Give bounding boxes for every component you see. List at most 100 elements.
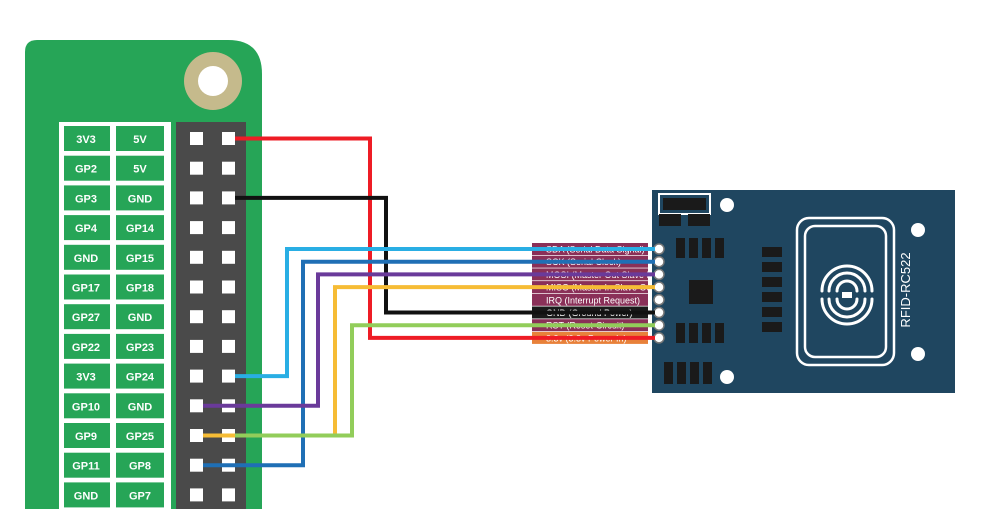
wires [203, 136, 655, 468]
pin-label: GP18 [126, 283, 154, 295]
pin-label: GP3 [75, 193, 97, 205]
pin-label: GP25 [126, 431, 154, 443]
pin-label: GP10 [72, 401, 100, 413]
pin-label: 5V [133, 134, 147, 146]
pin-label: GP23 [126, 342, 154, 354]
crystal-body [663, 198, 706, 210]
rfid-module: RFID-RC522 SDA (Serial Data Signal)SCK (… [532, 190, 955, 393]
header-pin [222, 339, 235, 353]
header-pin [190, 280, 203, 294]
pin-label-box [64, 393, 110, 419]
pin-label: GND [128, 312, 153, 324]
smd-part [688, 214, 710, 226]
wire [235, 323, 655, 438]
pin-label-box [64, 482, 110, 508]
pin-label: GP2 [75, 164, 97, 176]
header-pin [222, 488, 235, 502]
header-pin [222, 250, 235, 264]
header-pin [190, 339, 203, 353]
gpio-header [176, 122, 246, 509]
pin-label-box [116, 274, 164, 300]
wire [203, 259, 655, 468]
pin-label: GND [74, 253, 99, 265]
hole [911, 223, 925, 237]
pin-label-box [116, 393, 164, 419]
rfid-pin-hole [653, 281, 665, 293]
antenna-coil [795, 216, 896, 367]
header-pin [190, 369, 203, 383]
header-pin [222, 191, 235, 205]
smd-part [659, 214, 681, 226]
smd-components [664, 238, 782, 384]
pin-label-box [116, 333, 164, 359]
pin-label-box [64, 274, 110, 300]
mounting-hole-center [198, 66, 228, 96]
pin-label-box [116, 215, 164, 241]
header-pin [222, 221, 235, 235]
crystal-component [658, 193, 711, 215]
pin-label: GND [74, 490, 99, 502]
header-pin [190, 310, 203, 324]
pin-label-box [64, 304, 110, 330]
antenna-coil [803, 224, 888, 359]
pin-label: GP17 [72, 283, 100, 295]
header-pin [222, 280, 235, 294]
wire [235, 247, 655, 379]
pin-label-box [64, 452, 110, 478]
pin-label-box [64, 215, 110, 241]
rfid-pin-hole [653, 306, 665, 319]
wire [235, 136, 655, 340]
header-pin [190, 132, 203, 145]
pin-label-box [116, 482, 164, 508]
pin-label-box [64, 244, 110, 270]
pin-label-box [116, 304, 164, 330]
pin-label: GP9 [75, 431, 97, 443]
wire [235, 195, 655, 315]
header-pin [190, 250, 203, 264]
pin-label: GND [128, 193, 153, 205]
pin-label-box [64, 363, 110, 389]
header-pin [222, 161, 235, 175]
pin-label: GND [128, 401, 153, 413]
pin-label: GP24 [126, 372, 155, 384]
header-pin [222, 132, 235, 145]
header-pin [190, 221, 203, 235]
rfid-pin-hole [653, 243, 665, 255]
pin-label-box [64, 155, 110, 181]
rfid-pin-hole [653, 268, 665, 281]
rfid-pin-hole [653, 332, 665, 344]
pin-label: 3V3 [76, 372, 96, 384]
pin-label: 5V [133, 164, 147, 176]
pin-label-box [116, 244, 164, 270]
header-pin [222, 369, 235, 383]
hole [911, 347, 925, 361]
pin-label-box [116, 185, 164, 211]
rfid-pin-label: IRQ (Interrupt Request) [546, 295, 640, 305]
pin-label-box [116, 126, 164, 151]
header-pin [190, 458, 203, 472]
wire [203, 272, 655, 408]
rfid-pin-label-box [532, 293, 648, 306]
header-pin [190, 488, 203, 502]
pin-label: GP14 [126, 223, 155, 235]
rfid-pin-hole [653, 255, 665, 268]
header-pin [190, 429, 203, 442]
pin-label-box [64, 126, 110, 151]
header-pin [190, 161, 203, 175]
pin-label: GP15 [126, 253, 154, 265]
pin-label: GP22 [72, 342, 100, 354]
pin-label-box [64, 185, 110, 211]
pin-label: GP7 [129, 490, 151, 502]
pin-label-box [116, 452, 164, 478]
pin-label-box [64, 423, 110, 448]
pin-label: GP27 [72, 312, 100, 324]
pin-label: GP11 [72, 461, 100, 473]
contactless-symbol [820, 264, 874, 326]
hole [720, 370, 734, 384]
module-name: RFID-RC522 [898, 252, 913, 327]
rfid-pin-hole [653, 319, 665, 331]
pin-label-box [64, 333, 110, 359]
pin-label-box [116, 423, 164, 448]
pin-label-box [116, 155, 164, 181]
